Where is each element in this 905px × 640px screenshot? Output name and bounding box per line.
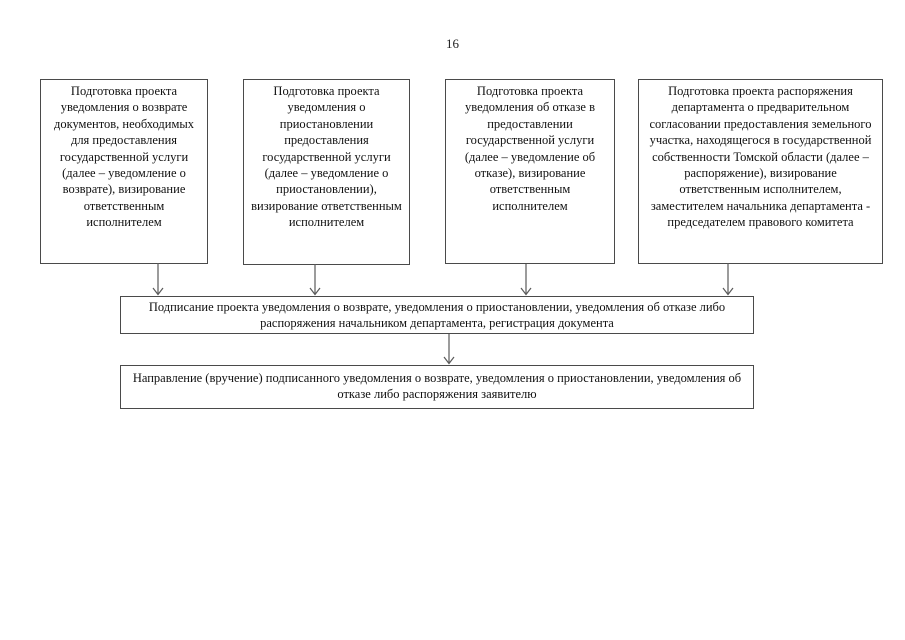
arrow-down-icon	[309, 264, 321, 296]
page-number: 16	[446, 36, 459, 51]
flow-box-delivery-to-applicant: Направление (вручение) подписанного увед…	[120, 365, 754, 409]
flow-box-suspension-notice-preparation: Подготовка проекта уведомления о приоста…	[243, 79, 410, 265]
arrow-down-icon	[520, 264, 532, 296]
arrow-down-icon	[443, 334, 455, 365]
arrow-down-icon	[722, 263, 734, 296]
flow-box-order-preparation: Подготовка проекта распоряжения департам…	[638, 79, 883, 264]
flow-box-refusal-notice-preparation: Подготовка проекта уведомления об отказе…	[445, 79, 615, 264]
arrow-down-icon	[152, 263, 164, 296]
flow-box-signing-registration: Подписание проекта уведомления о возврат…	[120, 296, 754, 334]
flow-box-return-notice-preparation: Подготовка проекта уведомления о возврат…	[40, 79, 208, 264]
